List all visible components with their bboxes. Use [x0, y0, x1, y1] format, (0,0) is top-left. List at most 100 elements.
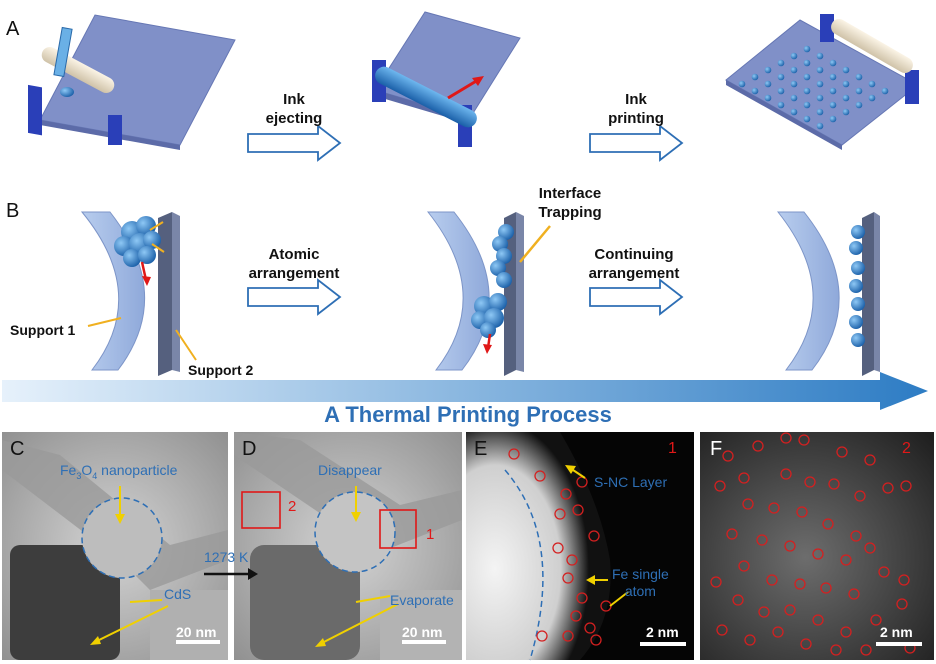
ink-dot [868, 94, 876, 102]
label-disappear: Disappear [318, 462, 382, 478]
fe-atom-marker [562, 572, 574, 584]
fe-atom-marker [812, 548, 824, 560]
ink-dot [803, 87, 811, 95]
ink-dot [829, 101, 837, 109]
fe-atom-marker [710, 576, 722, 588]
ink-dot [790, 108, 798, 116]
scale-bar-c: 20 nm [176, 624, 217, 640]
process-arrow [2, 372, 928, 410]
fe-atom-marker [820, 582, 832, 594]
fe-atom-marker [566, 554, 578, 566]
fe-atom-marker [768, 502, 780, 514]
fe-atom-marker [898, 574, 910, 586]
fe-atom-markers-f [710, 432, 916, 656]
arrow-ink-printing [589, 124, 684, 162]
fe-atom-marker [716, 624, 728, 636]
label-atomic-arrangement: Atomic arrangement [248, 246, 340, 282]
ink-dot [816, 52, 824, 60]
scale-bar-f: 2 nm [880, 624, 913, 640]
fe-atom-marker [896, 598, 908, 610]
fe-atom-marker [878, 566, 890, 578]
panel-b-scene-2 [426, 211, 551, 376]
fe-atom-marker [766, 574, 778, 586]
label-snc-layer: S-NC Layer [594, 474, 668, 490]
panel-e-letter: E [474, 438, 488, 460]
fe-atom-marker [552, 542, 564, 554]
fe-atom-marker [812, 614, 824, 626]
panel-a-scene-2 [372, 11, 521, 147]
fe-atom-marker [860, 644, 872, 656]
panel-e-image [466, 432, 694, 661]
fe-atom-marker [508, 448, 520, 460]
fe-atom-marker [554, 508, 566, 520]
ink-dot [881, 87, 889, 95]
fe-atom-marker [560, 488, 572, 500]
ink-dot [842, 66, 850, 74]
ink-dot [816, 66, 824, 74]
panel-e-index: 1 [668, 440, 677, 457]
fe-atom-marker [870, 614, 882, 626]
fe-atom-marker [752, 440, 764, 452]
ink-dot [751, 87, 759, 95]
label-continuing-arrangement: Continuing arrangement [588, 246, 680, 282]
ink-dot [842, 108, 850, 116]
fe-atom-marker [780, 432, 792, 444]
ink-dot [738, 80, 746, 88]
fe-atom-marker [882, 482, 894, 494]
fe-atom-marker [848, 588, 860, 600]
ink-dot [790, 94, 798, 102]
ink-dot [855, 101, 863, 109]
fe-atom-marker [714, 480, 726, 492]
ink-dot [829, 73, 837, 81]
panel-d-image [204, 432, 462, 660]
label-interface-trapping: Interface Trapping [538, 185, 602, 221]
fe-atom-marker [828, 478, 840, 490]
panel-b-scene-1 [80, 211, 197, 376]
fe-atom-marker [864, 454, 876, 466]
ink-dot [790, 52, 798, 60]
fe-atom-marker [742, 498, 754, 510]
fe-atom-marker [850, 530, 862, 542]
panel-c-letter: C [10, 438, 25, 460]
fe-atom-marker [800, 638, 812, 650]
ink-dot [829, 59, 837, 67]
ink-dot [790, 80, 798, 88]
fe-atom-marker [570, 610, 582, 622]
label-ink-ejecting: Ink ejecting [265, 91, 323, 127]
panel-d-letter: D [242, 438, 257, 460]
label-temperature: 1273 K [204, 549, 249, 565]
fe-atom-marker [562, 630, 574, 642]
ink-dot [816, 108, 824, 116]
fe-atom-marker [864, 542, 876, 554]
ink-dot [777, 73, 785, 81]
ink-dot [855, 73, 863, 81]
ink-dot [777, 87, 785, 95]
cluster-1 [114, 216, 161, 267]
fe-atom-marker [798, 434, 810, 446]
scale-bar-d: 20 nm [402, 624, 443, 640]
fe-atom-marker [772, 626, 784, 638]
trapped-atoms-3 [849, 225, 865, 347]
ink-dot [764, 94, 772, 102]
fe-atom-marker [536, 630, 548, 642]
panel-a-scene-1 [28, 14, 236, 150]
fe-atom-marker [584, 622, 596, 634]
fe-atom-marker [804, 476, 816, 488]
fe-atom-marker [796, 506, 808, 518]
ink-dot [842, 94, 850, 102]
trapped-atoms-2 [490, 224, 514, 288]
label-fe3o4-nanoparticle: Fe3O4 nanoparticle [60, 462, 178, 481]
ink-dot [790, 66, 798, 74]
ink-dot [803, 115, 811, 123]
fe-atom-marker [722, 450, 734, 462]
fe-atom-marker [744, 634, 756, 646]
fe-atom-marker [758, 606, 770, 618]
ink-dot [829, 115, 837, 123]
arrow-ink-ejecting [247, 124, 342, 162]
ink-dot [816, 94, 824, 102]
ink-dot [803, 45, 811, 53]
ink-dot [777, 101, 785, 109]
box-label-1: 1 [426, 526, 435, 543]
fe-atom-marker [900, 480, 912, 492]
